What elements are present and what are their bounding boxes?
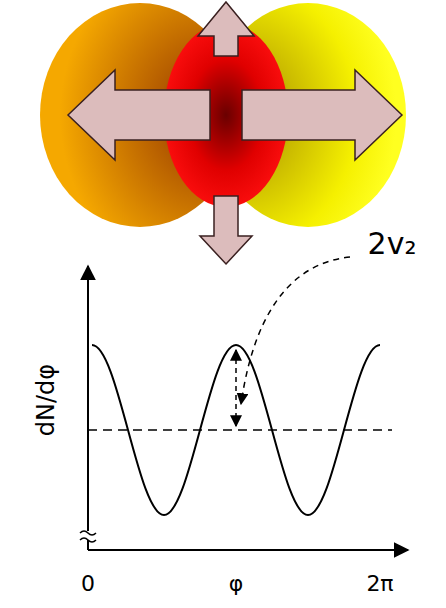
- tick-label: 2π: [366, 573, 393, 595]
- arrow-down: [200, 196, 252, 264]
- cosine-curve: [92, 345, 380, 515]
- axes: [88, 266, 408, 550]
- callout-leader: [241, 257, 350, 404]
- flow-arrows: [68, 2, 402, 264]
- arrow-right: [242, 70, 402, 160]
- x-axis: [88, 549, 408, 551]
- tick-label: φ: [229, 573, 244, 595]
- mean-line: [88, 429, 392, 431]
- arrow-left: [68, 70, 210, 160]
- arrow-up: [198, 2, 254, 56]
- tick-label: 0: [81, 573, 95, 595]
- axis-title: dN/dφ: [34, 364, 58, 436]
- y-axis: [87, 266, 89, 550]
- amplitude-arrow: [235, 350, 237, 426]
- amplitude-label: 2v₂: [368, 229, 417, 259]
- axis-break: [80, 531, 96, 542]
